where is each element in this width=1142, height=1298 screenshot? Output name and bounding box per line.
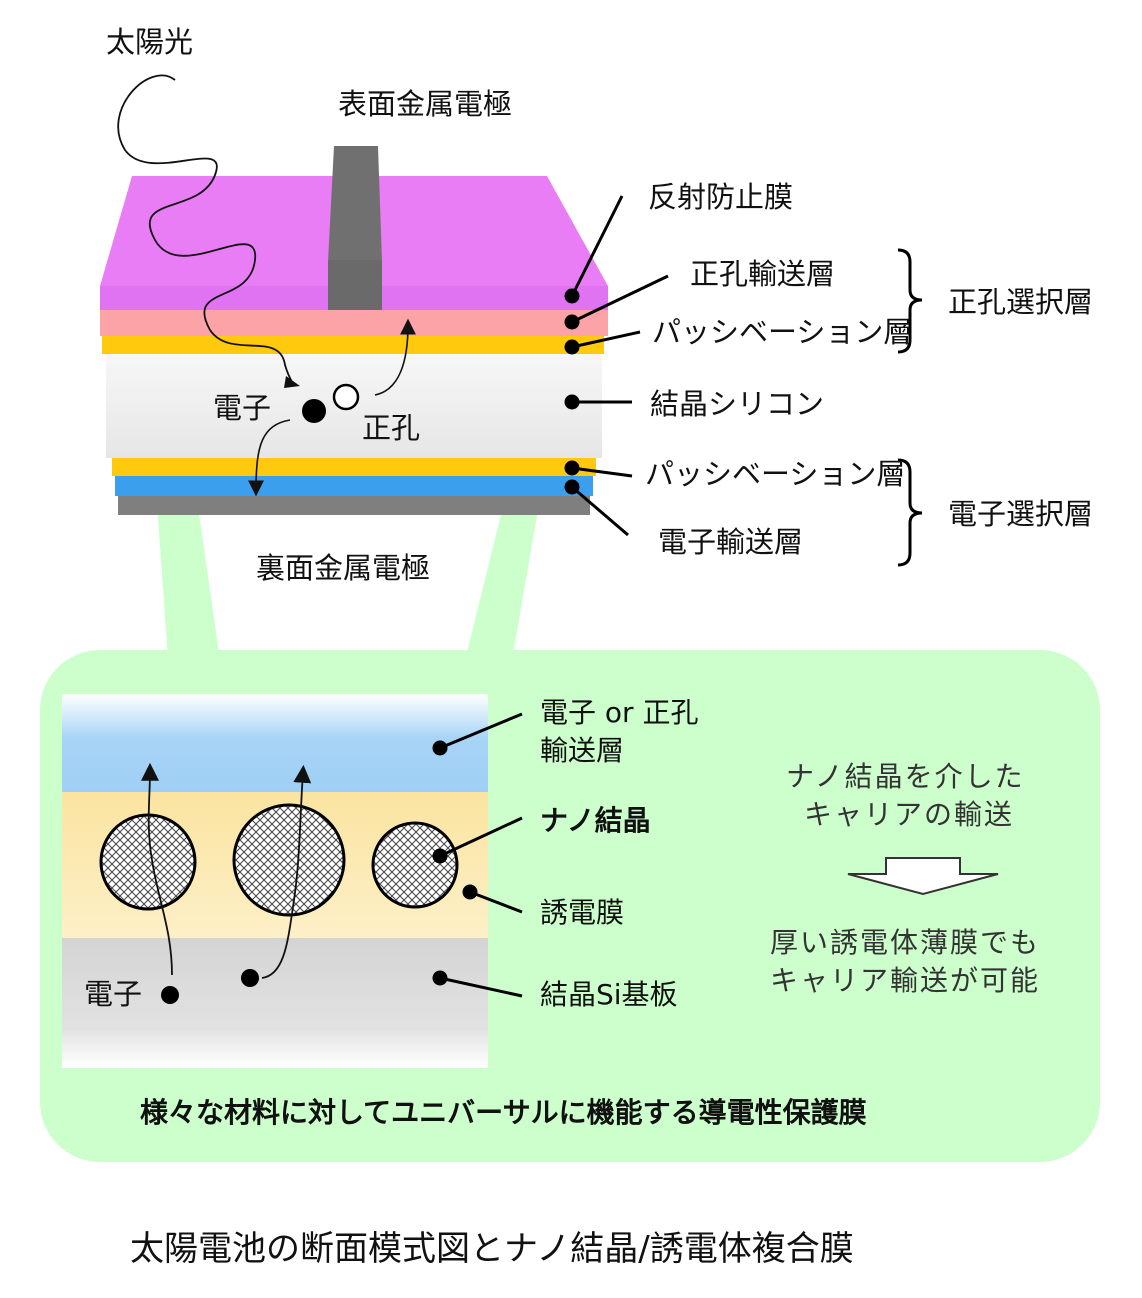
hole-transport-layer — [100, 310, 608, 336]
sunlight-arrowhead — [284, 376, 300, 388]
nanocrystal-3 — [371, 821, 459, 909]
nanocrystal-2 — [232, 803, 346, 917]
inset-electron-dot-1 — [161, 986, 179, 1004]
callout-wedge-right — [465, 470, 545, 660]
note-1-line-2: キャリアの輸送 — [804, 798, 1014, 831]
hole-selective-group-label: 正孔選択層 — [948, 285, 1093, 319]
electron-transport-layer — [115, 476, 593, 496]
front-electrode-body — [328, 260, 382, 310]
layer-leaders — [564, 195, 669, 537]
inset-leaders — [432, 712, 523, 998]
electron-path-arrow — [248, 419, 291, 497]
brace-hole-selective — [897, 248, 923, 354]
passivation-bottom-label: パッシベーション層 — [645, 457, 905, 491]
note-2-line-1: 厚い誘電体薄膜でも — [770, 926, 1040, 959]
crystalline-silicon-label: 結晶シリコン — [650, 387, 824, 421]
figure-caption: 太陽電池の断面模式図とナノ結晶/誘電体複合膜 — [130, 1229, 854, 1269]
transport-layer-band — [62, 694, 488, 792]
electron-dot — [302, 399, 326, 423]
brace-electron-selective — [897, 458, 923, 567]
inset-bottom-text: 様々な材料に対してユニバーサルに機能する導電性保護膜 — [140, 1096, 867, 1129]
front-electrode — [328, 146, 382, 310]
substrate-label: 結晶Si基板 — [540, 978, 678, 1011]
note-2-line-2: キャリア輸送が可能 — [770, 964, 1040, 997]
nanocrystal-schematic — [62, 694, 488, 1068]
hole-label: 正孔 — [362, 411, 420, 445]
electron-transport-label: 電子輸送層 — [658, 525, 803, 559]
sunlight-label: 太陽光 — [106, 25, 193, 59]
transport-layer-label-2: 輸送層 — [540, 734, 624, 767]
electron-selective-group-label: 電子選択層 — [948, 497, 1093, 531]
hole-circle — [332, 383, 360, 411]
down-arrow-icon — [847, 857, 999, 896]
nanocrystal-label: ナノ結晶 — [540, 804, 651, 837]
sunlight-wave — [117, 74, 293, 383]
inset-electron-label: 電子 — [84, 977, 142, 1011]
back-electrode-label: 裏面金属電極 — [256, 551, 430, 585]
front-electrode-label: 表面金属電極 — [338, 87, 512, 121]
note-1-line-1: ナノ結晶を介した — [786, 760, 1025, 793]
anti-reflection-label: 反射防止膜 — [648, 180, 793, 214]
passivation-layer-bottom — [112, 458, 596, 476]
back-metal-layer — [118, 496, 590, 515]
electron-label: 電子 — [213, 391, 271, 425]
hole-transport-label: 正孔輸送層 — [690, 257, 835, 291]
si-substrate-band — [62, 938, 488, 1068]
transport-layer-label-1: 電子 or 正孔 — [540, 696, 698, 729]
hole-path-arrow — [374, 318, 416, 396]
passivation-layer-top — [102, 336, 604, 354]
passivation-top-label: パッシベーション層 — [652, 315, 912, 349]
dielectric-label: 誘電膜 — [540, 896, 624, 929]
front-electrode-top — [328, 146, 382, 262]
inset-electron-dot-2 — [241, 969, 259, 987]
carrier-path-1 — [140, 762, 173, 976]
carrier-path-2 — [261, 764, 312, 979]
